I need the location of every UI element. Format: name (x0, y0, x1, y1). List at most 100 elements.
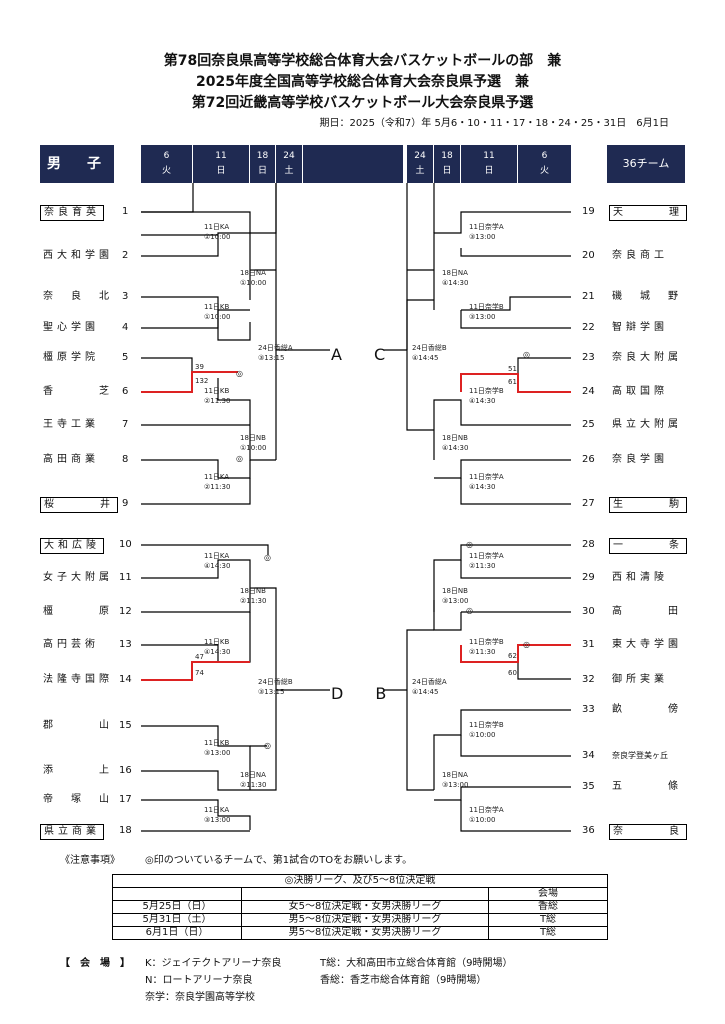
team-15: 郡 山 (43, 720, 113, 731)
team-9: 桜 井 (40, 497, 118, 513)
match-venue: 11日奈学A (469, 806, 504, 814)
schedule-event: 男5～8位決定戦・女男決勝リーグ (241, 926, 489, 940)
seed-number: 2 (122, 250, 129, 261)
team-19: 天 理 (609, 205, 687, 221)
team-26: 奈良学園 (612, 454, 668, 465)
seed-number: 12 (119, 606, 132, 617)
seed-number: 34 (582, 750, 595, 761)
to-circle-mark: ◎ (466, 606, 473, 615)
schedule-title: ◎決勝リーグ、及び5～8位決定戦 (112, 874, 608, 888)
seed-number: 27 (582, 498, 595, 509)
team-33: 畝 傍 (612, 704, 682, 715)
match-time: ②11:30 (204, 397, 231, 405)
match-venue: 18日NB (442, 434, 468, 442)
to-circle-mark: ◎ (523, 640, 530, 649)
left-date-band (141, 145, 403, 183)
team-13: 高円芸術 (43, 639, 99, 650)
team-36: 奈 良 (609, 824, 687, 840)
match-time: ④14:30 (204, 648, 231, 656)
seed-number: 18 (119, 825, 132, 836)
date-weekday: 土 (284, 166, 294, 176)
title-line-1: 第78回奈良県高等学校総合体育大会バスケットボールの部 兼 (163, 53, 562, 69)
date-day: 24 (414, 151, 426, 161)
to-circle-mark: ◎ (236, 369, 243, 378)
match-info: 11日KA ③13:00 (204, 805, 230, 825)
score: 47 (195, 653, 204, 661)
match-time: ④14:45 (412, 688, 439, 696)
date-day: 18 (441, 151, 453, 161)
match-venue: 24日香総A (258, 344, 293, 352)
match-venue: 18日NA (240, 771, 266, 779)
match-time: ③13:00 (442, 597, 469, 605)
notice-label: 《注意事項》 (60, 855, 120, 866)
date-day: 24 (283, 151, 295, 161)
seed-number: 4 (122, 322, 129, 333)
match-venue: 18日NB (240, 434, 266, 442)
match-time: ③13:00 (204, 816, 231, 824)
date-day: 11 (215, 151, 227, 161)
schedule-table: ◎決勝リーグ、及び5～8位決定戦 会場 5月25日（日）女5～8位決定戦・女男決… (112, 874, 608, 940)
seed-number: 31 (582, 639, 595, 650)
seed-number: 13 (119, 639, 132, 650)
match-venue: 11日KB (204, 303, 230, 311)
left-date-cell: 24 土 (276, 145, 303, 183)
to-circle-mark: ◎ (236, 454, 243, 463)
match-time: ③13:00 (442, 781, 469, 789)
to-circle-mark: ◎ (264, 553, 271, 562)
seed-number: 28 (582, 539, 595, 550)
seed-number: 9 (122, 498, 129, 509)
schedule-date: 5月25日（日） (112, 900, 242, 914)
match-time: ①10:00 (204, 233, 231, 241)
seed-number: 35 (582, 781, 595, 792)
schedule-venue: 香総 (488, 900, 608, 914)
match-venue: 11日KB (204, 638, 230, 646)
schedule-row: 5月25日（日）女5～8位決定戦・女男決勝リーグ香総 (112, 900, 608, 914)
match-info: 11日奈学A ①10:00 (469, 805, 504, 825)
team-7: 王寺工業 (43, 419, 99, 430)
match-venue: 11日KA (204, 806, 230, 814)
date-day: 6 (541, 151, 548, 161)
division-label: 男 子 (40, 145, 114, 183)
team-25: 県立大附属 (612, 419, 682, 430)
match-venue: 11日KA (204, 552, 230, 560)
match-time: ①10:00 (469, 816, 496, 824)
team-34: 奈良学登美ヶ丘 (612, 751, 668, 760)
team-count-label: 36チーム (607, 145, 685, 183)
score: 61 (508, 378, 517, 386)
seed-number: 22 (582, 322, 595, 333)
match-venue: 24日香総A (412, 678, 447, 686)
match-venue: 18日NB (442, 587, 468, 595)
title-line-3: 第72回近畿高等学校バスケットボール大会奈良県予選 (191, 95, 534, 111)
seed-number: 20 (582, 250, 595, 261)
seed-number: 3 (122, 291, 129, 302)
date-weekday: 火 (539, 166, 549, 176)
seed-number: 21 (582, 291, 595, 302)
date-weekday: 土 (415, 166, 425, 176)
team-10: 大和広陵 (40, 538, 104, 554)
team-1: 奈良育英 (40, 205, 104, 221)
venue-t: T総：大和高田市立総合体育館（9時開場） (320, 958, 513, 969)
score: 132 (195, 377, 209, 385)
match-time: ②11:30 (469, 648, 496, 656)
match-venue: 18日NA (240, 269, 266, 277)
schedule-venue: T総 (488, 926, 608, 940)
seed-number: 33 (582, 704, 595, 715)
match-time: ②11:30 (204, 483, 231, 491)
team-35: 五 條 (612, 781, 682, 792)
team-27: 生 駒 (609, 497, 687, 513)
seed-number: 25 (582, 419, 595, 430)
